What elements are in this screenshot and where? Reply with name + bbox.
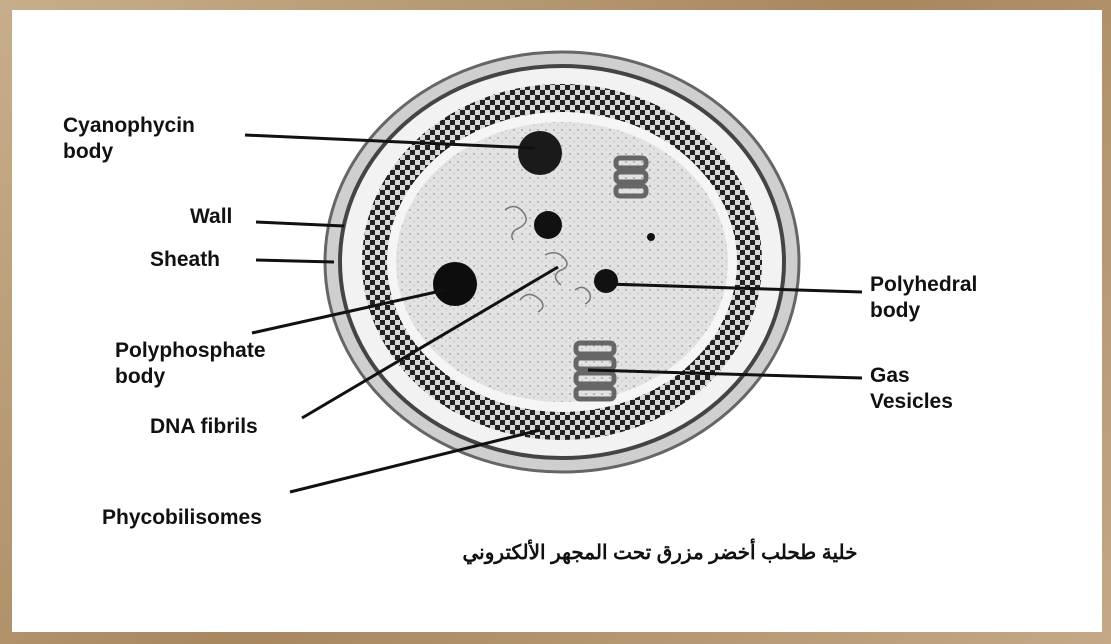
- label-sheath: Sheath: [150, 247, 220, 273]
- cyanophycin-granule: [518, 131, 562, 175]
- cytoplasm: [396, 122, 728, 402]
- label-gas-vesicles: Gas Vesicles: [870, 363, 953, 415]
- label-dna-fibrils: DNA fibrils: [150, 414, 258, 440]
- label-cyanophycin-body: Cyanophycin body: [63, 113, 195, 165]
- dense-granule: [534, 211, 562, 239]
- label-phycobilisomes: Phycobilisomes: [102, 505, 262, 531]
- label-polyhedral-body: Polyhedral body: [870, 272, 977, 324]
- small-granule: [647, 233, 655, 241]
- label-polyphosphate-body: Polyphosphate body: [115, 338, 266, 390]
- label-wall: Wall: [190, 204, 232, 230]
- polyphosphate-granule: [433, 262, 477, 306]
- polyhedral-granule: [594, 269, 618, 293]
- caption-arabic: خلية طحلب أخضر مزرق تحت المجهر الألكترون…: [385, 540, 935, 565]
